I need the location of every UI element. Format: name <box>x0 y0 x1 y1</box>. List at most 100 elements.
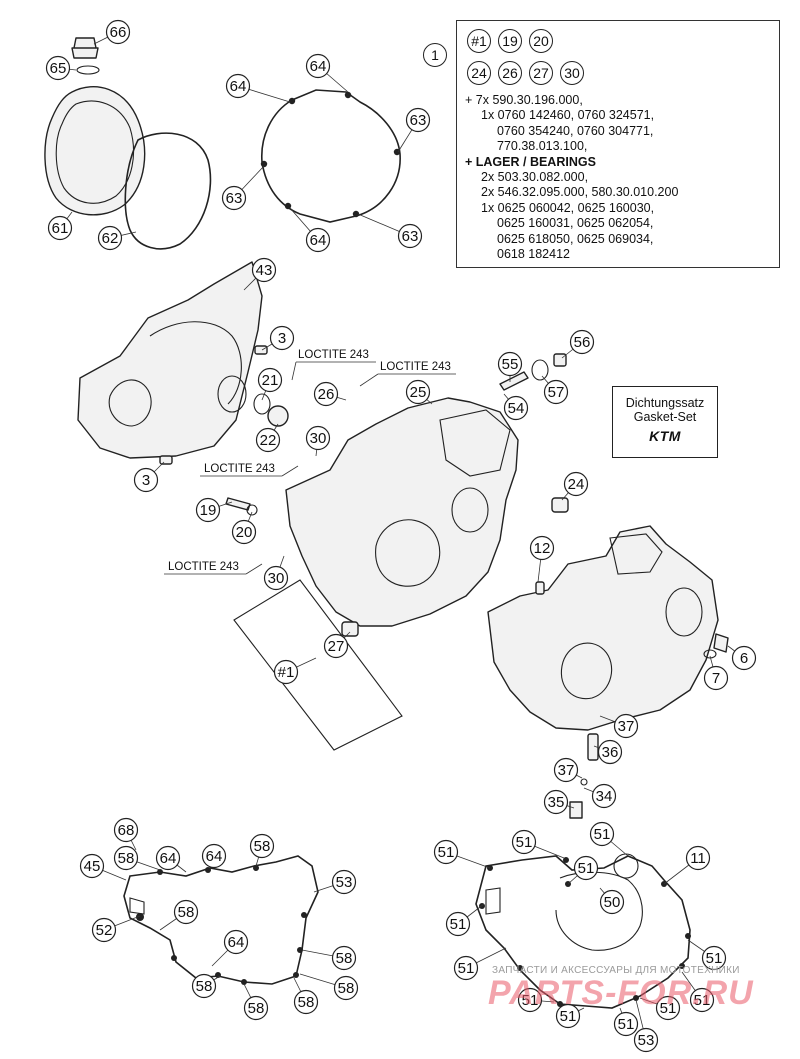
callout-58[interactable]: 58 <box>331 945 357 971</box>
callout-51[interactable]: 51 <box>511 829 537 855</box>
callout-51[interactable]: 51 <box>701 945 727 971</box>
callout-51[interactable]: 51 <box>573 855 599 881</box>
callout-20[interactable]: 20 <box>231 519 257 545</box>
callout-35[interactable]: 35 <box>543 789 569 815</box>
callout-number: 36 <box>602 744 619 761</box>
loctite-label: LOCTITE 243 <box>380 361 451 373</box>
callout-64[interactable]: 64 <box>225 73 251 99</box>
callout-bubble <box>173 899 199 925</box>
callout-58[interactable]: 58 <box>333 975 359 1001</box>
callout-62[interactable]: 62 <box>97 225 123 251</box>
callout-24[interactable]: 24 <box>563 471 589 497</box>
left-crankcase-cover-group <box>77 261 263 459</box>
legend-part-numbers: + 7x 590.30.196.000, <box>465 93 583 107</box>
callout-bubble <box>201 843 227 869</box>
callout-58[interactable]: 58 <box>191 973 217 999</box>
callout-63[interactable]: 63 <box>405 107 431 133</box>
callout-51[interactable]: 51 <box>689 987 715 1013</box>
callout-bubble <box>563 471 589 497</box>
callout-43[interactable]: 43 <box>251 257 277 283</box>
callout-34[interactable]: 34 <box>591 783 617 809</box>
drain-plug <box>713 633 729 653</box>
callout-56[interactable]: 56 <box>569 329 595 355</box>
callout-64[interactable]: 64 <box>305 53 331 79</box>
legend-callout-30[interactable]: 30 <box>560 61 584 85</box>
callout-51[interactable]: 51 <box>655 995 681 1021</box>
callout-51[interactable]: 51 <box>517 987 543 1013</box>
callout-number: 51 <box>594 826 611 843</box>
callout-12[interactable]: 12 <box>529 535 555 561</box>
callout-7[interactable]: 7 <box>703 665 729 691</box>
callout-37[interactable]: 37 <box>553 757 579 783</box>
callout-30[interactable]: 30 <box>263 565 289 591</box>
callout-19[interactable]: 19 <box>195 497 221 523</box>
callout-51[interactable]: 51 <box>445 911 471 937</box>
callout-number: 30 <box>310 430 327 447</box>
callout-3[interactable]: 3 <box>269 325 295 351</box>
callout-36[interactable]: 36 <box>597 739 623 765</box>
callout-54[interactable]: 54 <box>503 395 529 421</box>
loctite-annotations: LOCTITE 243 LOCTITE 243 LOCTITE 243 LOCT… <box>164 349 456 575</box>
callout-6[interactable]: 6 <box>731 645 757 671</box>
callout-26[interactable]: 26 <box>313 381 339 407</box>
callout-64[interactable]: 64 <box>305 227 331 253</box>
callout-58[interactable]: 58 <box>293 989 319 1015</box>
callout-number: 57 <box>548 384 565 401</box>
callout-63[interactable]: 63 <box>397 223 423 249</box>
callout-3[interactable]: 3 <box>133 467 159 493</box>
legend-callout-1[interactable]: 1 <box>423 43 447 67</box>
callout-51[interactable]: 51 <box>589 821 615 847</box>
legend-section-heading: + LAGER / BEARINGS <box>465 154 596 169</box>
callout-51[interactable]: 51 <box>453 955 479 981</box>
callout-45[interactable]: 45 <box>79 853 105 879</box>
callout-number: 51 <box>706 950 723 967</box>
legend-part-numbers: 0625 160031, 0625 062054, <box>497 216 654 231</box>
callout-bubble <box>113 845 139 871</box>
callout-66[interactable]: 66 <box>105 19 131 45</box>
callout-11[interactable]: 11 <box>685 845 711 871</box>
callout-51[interactable]: 51 <box>433 839 459 865</box>
legend-callout-24[interactable]: 24 <box>467 61 491 85</box>
callout-21[interactable]: 21 <box>257 367 283 393</box>
callout-58[interactable]: 58 <box>249 833 275 859</box>
callout-number: 64 <box>310 232 327 249</box>
callout-25[interactable]: 25 <box>405 379 431 405</box>
callout-55[interactable]: 55 <box>497 351 523 377</box>
callout-64[interactable]: 64 <box>223 929 249 955</box>
callout-65[interactable]: 65 <box>45 55 71 81</box>
callout-50[interactable]: 50 <box>599 889 625 915</box>
callout-58[interactable]: 58 <box>113 845 139 871</box>
callout-51[interactable]: 51 <box>613 1011 639 1037</box>
callout-51[interactable]: 51 <box>555 1003 581 1029</box>
legend-part-numbers: 2x 503.30.082.000, <box>481 170 589 184</box>
callout-58[interactable]: 58 <box>243 995 269 1021</box>
callout-61[interactable]: 61 <box>47 215 73 241</box>
callout-57[interactable]: 57 <box>543 379 569 405</box>
callout-kit-1[interactable]: #1 <box>273 659 299 685</box>
callout-68[interactable]: 68 <box>113 817 139 843</box>
legend-callout-27[interactable]: 27 <box>529 61 553 85</box>
callout-53[interactable]: 53 <box>633 1027 659 1053</box>
callout-64[interactable]: 64 <box>155 845 181 871</box>
callout-27[interactable]: 27 <box>323 633 349 659</box>
callout-37[interactable]: 37 <box>613 713 639 739</box>
callout-bubble <box>331 945 357 971</box>
callout-53[interactable]: 53 <box>331 869 357 895</box>
callout-number: 58 <box>118 850 135 867</box>
legend-callout-19[interactable]: 19 <box>498 29 522 53</box>
callout-bubble <box>243 995 269 1021</box>
callout-64[interactable]: 64 <box>201 843 227 869</box>
callout-bubble <box>703 665 729 691</box>
legend-callout-kit-1[interactable]: #1 <box>467 29 491 53</box>
callout-30[interactable]: 30 <box>305 425 331 451</box>
legend-callout-26[interactable]: 26 <box>498 61 522 85</box>
callout-22[interactable]: 22 <box>255 427 281 453</box>
callout-58[interactable]: 58 <box>173 899 199 925</box>
callout-bubble <box>231 519 257 545</box>
callout-63[interactable]: 63 <box>221 185 247 211</box>
callout-52[interactable]: 52 <box>91 917 117 943</box>
callout-number: 37 <box>558 762 575 779</box>
legend-callout-20[interactable]: 20 <box>529 29 553 53</box>
callout-number: 53 <box>336 874 353 891</box>
